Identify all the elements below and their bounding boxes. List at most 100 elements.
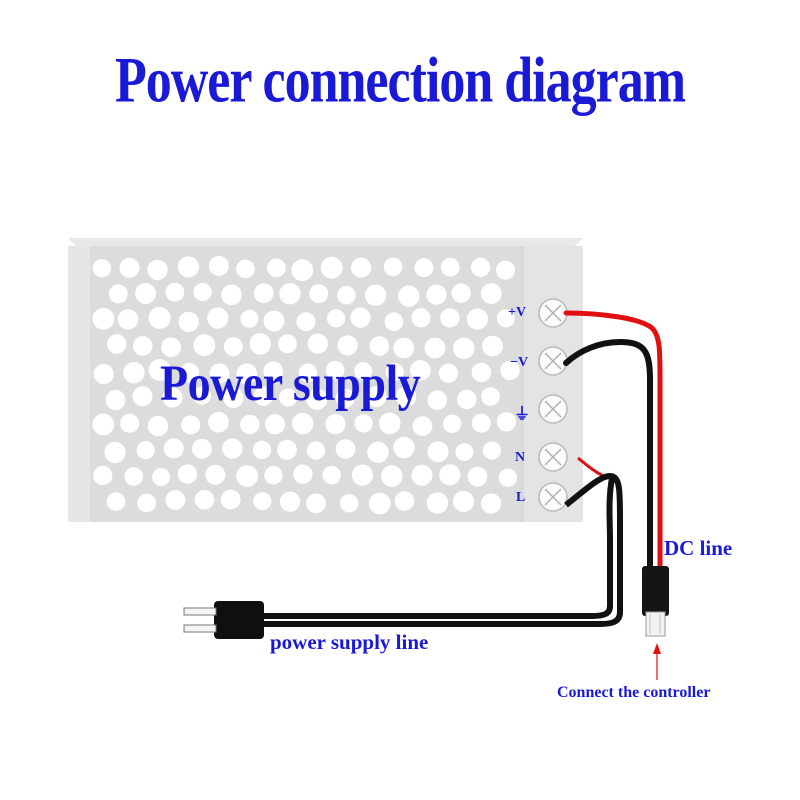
vent-hole xyxy=(398,285,420,307)
vent-hole xyxy=(443,414,462,433)
vent-hole xyxy=(367,441,389,463)
vent-hole xyxy=(292,412,314,435)
vent-hole xyxy=(470,257,491,277)
vent-hole xyxy=(135,283,157,304)
vent-hole xyxy=(137,493,157,513)
power-supply-label: Power supply xyxy=(160,355,421,412)
vent-hole xyxy=(208,411,229,433)
vent-hole xyxy=(427,390,448,411)
vent-hole xyxy=(369,336,390,356)
vent-hole xyxy=(322,465,341,485)
vent-hole xyxy=(481,387,500,406)
vent-hole xyxy=(108,284,128,304)
vent-hole xyxy=(298,363,318,383)
vent-hole xyxy=(439,464,461,486)
vent-hole xyxy=(296,312,316,332)
vent-hole xyxy=(394,491,415,511)
psu-left-edge xyxy=(68,246,90,522)
vent-hole xyxy=(471,413,491,433)
vent-hole xyxy=(306,388,328,410)
vent-hole xyxy=(264,414,286,435)
vent-hole xyxy=(161,337,182,358)
vent-hole xyxy=(124,467,143,486)
power-supply-unit xyxy=(68,238,583,522)
vent-hole xyxy=(414,258,434,278)
vent-hole xyxy=(253,386,274,406)
terminal-screw-neutral xyxy=(538,442,568,472)
vent-hole xyxy=(205,464,226,485)
vent-hole xyxy=(498,468,517,487)
vent-hole xyxy=(451,283,471,303)
vent-hole xyxy=(337,335,358,356)
vent-hole xyxy=(236,259,255,279)
vent-hole xyxy=(165,490,186,510)
vent-hole xyxy=(482,441,501,460)
vent-hole xyxy=(368,492,391,515)
vent-hole xyxy=(240,414,260,435)
vent-hole xyxy=(223,387,244,408)
vent-hole xyxy=(335,439,356,459)
vent-hole xyxy=(426,284,447,305)
terminal-screw-ground xyxy=(538,394,568,424)
vent-hole xyxy=(194,490,215,510)
vent-hole xyxy=(209,363,230,384)
vent-hole xyxy=(177,464,198,484)
vent-hole xyxy=(181,415,201,435)
vent-hole xyxy=(384,312,404,332)
vent-hole xyxy=(410,360,431,381)
vent-hole xyxy=(364,284,387,306)
ac-power-cable-n xyxy=(262,472,623,627)
vent-hole xyxy=(293,464,313,484)
vent-hole xyxy=(132,386,153,407)
vent-hole xyxy=(105,389,126,411)
vent-hole xyxy=(453,337,475,360)
vent-hole xyxy=(480,493,502,514)
vent-hole xyxy=(482,335,503,357)
vent-hole xyxy=(193,282,212,302)
terminal-label-n: N xyxy=(515,450,526,465)
vent-hole xyxy=(263,361,284,382)
vent-hole xyxy=(249,333,271,355)
terminal-label-l: L xyxy=(516,490,526,505)
vent-hole xyxy=(104,441,126,463)
psu-top-edge xyxy=(68,238,583,246)
controller-arrow xyxy=(653,643,661,680)
vent-hole xyxy=(119,257,140,278)
vent-hole xyxy=(162,387,183,408)
vent-hole xyxy=(325,360,345,380)
vent-hole xyxy=(424,337,446,359)
vent-hole xyxy=(252,440,272,460)
vent-hole xyxy=(277,440,297,460)
vent-hole xyxy=(291,259,314,282)
vent-hole xyxy=(496,309,515,328)
vent-hole xyxy=(426,492,449,514)
vent-hole xyxy=(279,491,301,512)
vent-hole xyxy=(92,413,115,436)
vent-hole xyxy=(253,283,274,303)
terminal-label-minus-v: −V xyxy=(510,355,529,370)
vent-hole xyxy=(92,307,115,330)
psu-terminal-block xyxy=(523,246,583,522)
vent-hole xyxy=(240,309,259,328)
vent-hole xyxy=(385,363,404,382)
ac-plug xyxy=(183,601,264,639)
vent-hole xyxy=(383,257,403,277)
vent-hole xyxy=(208,255,229,276)
vent-hole xyxy=(354,414,373,433)
vent-hole xyxy=(455,443,474,462)
vent-hole xyxy=(351,464,374,486)
vent-hole xyxy=(427,441,449,463)
vent-hole xyxy=(93,364,114,385)
vent-hole xyxy=(177,256,200,278)
terminal-label-plus-v: +V xyxy=(508,305,527,320)
vent-hole xyxy=(393,436,415,459)
vent-hole xyxy=(264,466,283,485)
ac-power-cable-l xyxy=(262,477,615,619)
vent-hole xyxy=(147,415,169,437)
vent-hole xyxy=(412,416,433,436)
vent-hole xyxy=(106,334,127,354)
vent-hole xyxy=(438,363,458,383)
vent-hole xyxy=(253,492,272,511)
vent-hole xyxy=(165,282,185,302)
